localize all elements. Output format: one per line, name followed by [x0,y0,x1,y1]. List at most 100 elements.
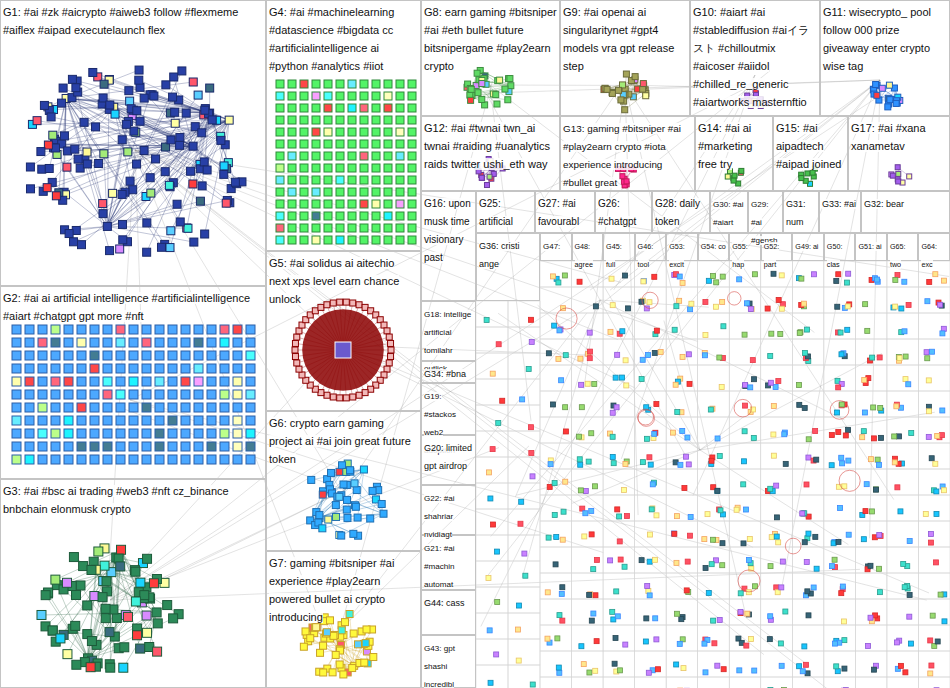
group-panel: G21: #ai #machin automat score [421,535,476,590]
group-panel: G45: full [603,233,635,261]
group-panel: G26: #chatgpt [595,191,652,233]
inter-group-line [490,85,531,421]
group-header: G22: #ai shahriar nvidiagt [422,486,475,542]
inter-group-line [610,80,880,290]
group-header: G43: gpt shashi incredibl [422,636,475,688]
group-panel: G64: exc [918,233,950,261]
group-header: G8: earn gaming #bitsniper #ai #eth bull… [422,1,559,75]
group-header: G50: clas [825,234,855,272]
group-label: G11: wisecrypto_ pool follow 000 prize g… [823,6,931,72]
group-panel: G8: earn gaming #bitsniper #ai #eth bull… [421,0,560,116]
group-panel: G34: #bna [421,361,476,383]
group-panel: G11: wisecrypto_ pool follow 000 prize g… [820,0,950,116]
group-header: G48: agree [573,234,603,272]
group-label: G64: exc [921,242,937,269]
group-header: G6: crypto earn gaming project ai #ai jo… [267,412,420,468]
group-label: G29: #ai #gensh [751,200,778,245]
group-panel: G29: #ai #gensh [748,191,783,233]
group-header: G10: #aiart #ai #stablediffusion #aiイラスト… [691,1,819,111]
inter-group-line [782,80,880,586]
group-header: G9: #ai openai ai singularitynet #gpt4 m… [561,1,689,75]
group-label: G1: #ai #zk #aicrypto #aiweb3 follow #fl… [3,6,238,36]
group-panel: G20: limited gpt airdrop [421,435,476,485]
inter-group-line [700,417,744,450]
group-panel: G30: #ai #aiart [710,191,748,233]
inter-group-line [340,345,929,593]
group-header: G27: #ai favourabl [536,192,594,230]
group-label: G32: bear [864,199,904,209]
group-header: G4: #ai #machinelearning #datascience #b… [267,1,420,75]
group-panel: G55: hap [729,233,761,261]
group-panel: G5: #ai solidus ai aitechio next xps lev… [266,251,421,411]
group-label: G36: cristi ange [479,241,520,269]
group-panel: G32: bear [861,191,950,233]
inter-group-line [110,94,883,600]
group-label: G15: #ai aipadtech #aipad joined [776,122,841,170]
group-label: G48: agree [575,242,593,269]
group-label: G27: #ai favourabl [538,198,579,227]
group-panel: G43: gpt shashi incredibl [421,635,476,688]
inter-group-line [486,80,880,577]
group-panel: G44: cass [421,590,476,635]
group-label: G55: hap [732,242,748,269]
inter-group-line [490,85,814,332]
group-label: G17: #ai #xana xanametav [851,122,926,152]
inter-group-line [135,150,809,666]
group-header: G18: intellige artificial tomilahr outli… [422,302,475,376]
group-label: G50: clas [827,242,843,269]
group-header: G16: upon musk time visionary past [422,192,475,266]
group-label: G45: full [606,242,622,269]
inter-group-line [130,400,603,553]
inter-group-line [598,80,880,307]
group-panel: G49: ai [792,233,824,261]
group-panel: G25: artificial [476,191,535,233]
inter-group-line [590,80,880,290]
group-panel: G22: #ai shahriar nvidiagt [421,485,476,535]
group-header: G52: part [762,234,792,272]
vertex-grid [12,325,255,464]
group-header: G31: num [784,192,818,230]
group-panel: G51: ai [855,233,887,261]
group-panel: G15: #ai aipadtech #aipad joined [773,116,848,191]
inter-group-line [600,300,686,456]
group-header: G54: co [699,234,729,254]
group-header: G65: two [888,234,918,272]
group-header: G45: full [604,234,634,272]
vertex-ring [292,299,394,401]
group-header: G7: gaming #bitsniper #ai experience #pl… [267,552,420,626]
group-panel: G19: #stackos web2 adoption [421,383,476,435]
group-label: G20: limited gpt airdrop [424,443,472,471]
group-header: G32: bear [862,192,949,212]
group-label: G3: #ai #bsc ai trading #web3 #nft cz_bi… [3,485,229,515]
group-panel: G16: upon musk time visionary past [421,191,476,301]
group-header: G49: ai [793,234,823,254]
group-header: G29: #ai #gensh [749,192,782,248]
group-label: G33: #ai [822,199,856,209]
group-header: G13: gaming #bitsniper #ai #play2earn cr… [561,117,694,191]
group-header: G36: cristi ange [477,234,539,272]
inter-group-line [135,150,618,340]
vertex-cluster [464,67,514,107]
group-label: G9: #ai openai ai singularitynet #gpt4 m… [563,6,674,72]
inter-group-line [110,71,770,600]
inter-group-line [600,300,709,307]
group-panel: G13: gaming #bitsniper #ai #play2earn cr… [560,116,695,191]
group-label: G43: gpt shashi incredibl [424,644,455,688]
group-header: G64: exc [919,234,949,272]
group-label: G6: crypto earn gaming project ai #ai jo… [269,417,411,465]
group-panel: G4: #ai #machinelearning #datascience #b… [266,0,421,251]
group-header: G28: daily token [653,192,709,230]
vertex-grid [276,80,416,244]
group-header: G53: excit [667,234,697,272]
vertex-cluster [307,460,387,539]
group-header: G55: hap [730,234,760,272]
group-label: G65: two [890,242,906,269]
group-header: G3: #ai #bsc ai trading #web3 #nft cz_bi… [1,480,265,518]
group-header: G25: artificial [477,192,534,230]
inter-group-line [538,305,700,450]
group-panel: G7: gaming #bitsniper #ai experience #pl… [266,551,421,688]
inter-group-line [700,412,935,450]
group-header: G17: #ai #xana xanametav [849,117,949,155]
inter-group-lines [99,71,949,688]
group-label: G53: excit [669,242,685,269]
